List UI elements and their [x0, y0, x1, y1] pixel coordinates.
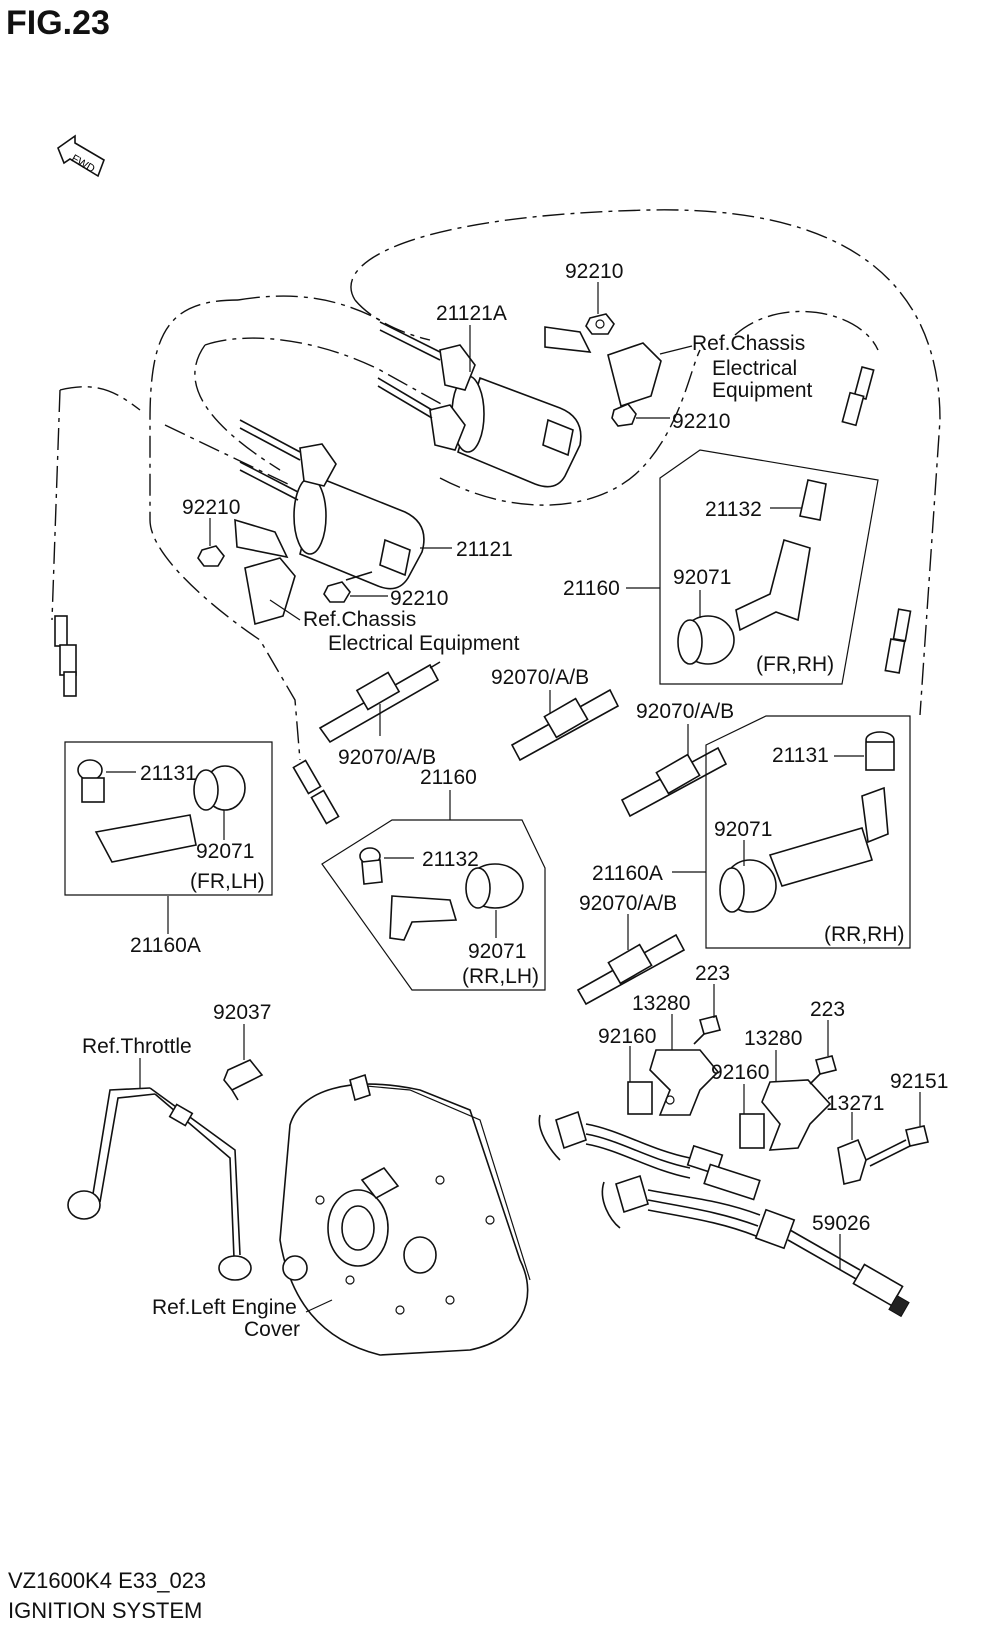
label-223-a: 223: [695, 962, 730, 985]
label-rr-rh: (RR,RH): [824, 923, 904, 946]
label-ref-chassis-top-1: Ref.Chassis: [692, 332, 805, 355]
label-21121: 21121: [456, 538, 513, 561]
label-13280-a: 13280: [632, 992, 690, 1015]
label-21160A-right: 21160A: [592, 862, 663, 885]
model-code: VZ1600K4 E33_023: [8, 1568, 207, 1593]
screw-223-b: [809, 1055, 837, 1085]
spark-plug-upper-right: [510, 688, 620, 762]
label-223-b: 223: [810, 998, 845, 1021]
label-92160-b: 92160: [711, 1061, 769, 1084]
label-92070-a: 92070/A/B: [491, 666, 589, 689]
bolt-92151: [865, 1125, 929, 1167]
label-92210-lower: 92210: [390, 587, 448, 610]
label-92070-d: 92070/A/B: [579, 892, 677, 915]
harness-59026: [754, 1208, 910, 1318]
label-92151: 92151: [890, 1070, 948, 1093]
label-rr-lh: (RR,LH): [462, 965, 539, 988]
label-ref-chassis-mid-1: Ref.Chassis: [303, 608, 416, 631]
section-name: IGNITION SYSTEM: [8, 1598, 203, 1623]
label-ref-chassis-top-3: Equipment: [712, 379, 813, 402]
label-92071-upper: 92071: [673, 566, 731, 589]
label-ref-throttle: Ref.Throttle: [82, 1035, 192, 1058]
label-13271: 13271: [826, 1092, 884, 1115]
pickup-sensor-lower: [601, 1163, 761, 1237]
label-ref-chassis-top-2: Electrical: [712, 357, 797, 380]
terminal-right-lower: [884, 608, 912, 674]
nut-92210-lower: [323, 581, 351, 603]
label-21132-upper: 21132: [705, 498, 762, 521]
nut-92210-mid: [611, 403, 637, 427]
label-92037: 92037: [213, 1001, 271, 1024]
label-21160-upper: 21160: [563, 577, 620, 600]
label-ref-chassis-mid-2: Electrical Equipment: [328, 632, 520, 655]
label-92210-mid-right: 92210: [672, 410, 730, 433]
spark-plug-upper-left: [318, 661, 441, 744]
phantom-outlines: [51, 209, 941, 761]
label-21160-mid: 21160: [420, 766, 477, 789]
label-21132-mid: 21132: [422, 848, 479, 871]
boot-rr-lh: [359, 847, 524, 941]
callout-labels: 92210 21121A Ref.Chassis Electrical Equi…: [82, 260, 948, 1341]
label-ref-left-engine-2: Cover: [244, 1318, 300, 1341]
label-21131-left: 21131: [140, 762, 197, 785]
label-fr-rh: (FR,RH): [756, 653, 834, 676]
throttle-bracket: [67, 1087, 252, 1281]
terminal-right-upper: [841, 365, 875, 427]
clamp-92037: [223, 1059, 264, 1101]
left-engine-cover: [279, 1073, 531, 1356]
label-92071-center: 92071: [468, 940, 526, 963]
label-92210-top: 92210: [565, 260, 623, 283]
label-13280-b: 13280: [744, 1027, 802, 1050]
label-21131-right: 21131: [772, 744, 829, 767]
boot-rr-rh: [719, 731, 895, 913]
label-59026: 59026: [812, 1212, 870, 1235]
nut-92210-top: [585, 313, 615, 335]
label-92160-a: 92160: [598, 1025, 656, 1048]
label-fr-lh: (FR,LH): [190, 870, 265, 893]
group-box-rr-lh: [321, 819, 546, 991]
bracket-13280-b: [739, 1079, 832, 1151]
label-92071-left: 92071: [196, 840, 254, 863]
ignition-coil-21121A: [377, 321, 662, 488]
group-box-fr-rh: [659, 449, 879, 685]
pickup-sensor-upper: [538, 1110, 724, 1179]
label-92210-left: 92210: [182, 496, 240, 519]
group-box-rr-rh: [705, 715, 911, 949]
leader-lines: [106, 282, 921, 1313]
terminal-middle: [292, 759, 340, 825]
nut-92210-left: [197, 545, 225, 567]
label-92070-c: 92070/A/B: [338, 746, 436, 769]
bracket-13280-a: [627, 1049, 720, 1116]
spark-plug-lower: [576, 933, 686, 1006]
spark-plug-middle: [620, 746, 728, 818]
boot-fr-lh: [77, 759, 246, 863]
label-ref-left-engine-1: Ref.Left Engine: [152, 1296, 297, 1319]
clamp-13271: [837, 1138, 867, 1185]
ignition-coil-21121: [234, 419, 425, 626]
label-21160A-left: 21160A: [130, 934, 201, 957]
screw-223-a: [693, 1015, 721, 1045]
label-92071-right: 92071: [714, 818, 772, 841]
group-box-fr-lh: [64, 741, 273, 896]
terminal-left-wire: [54, 615, 77, 697]
figure-title: FIG.23: [6, 4, 110, 42]
label-92070-b: 92070/A/B: [636, 700, 734, 723]
boot-fr-rh: [677, 479, 827, 665]
fwd-arrow-icon: FWD: [57, 134, 105, 178]
label-21121A: 21121A: [436, 302, 507, 325]
